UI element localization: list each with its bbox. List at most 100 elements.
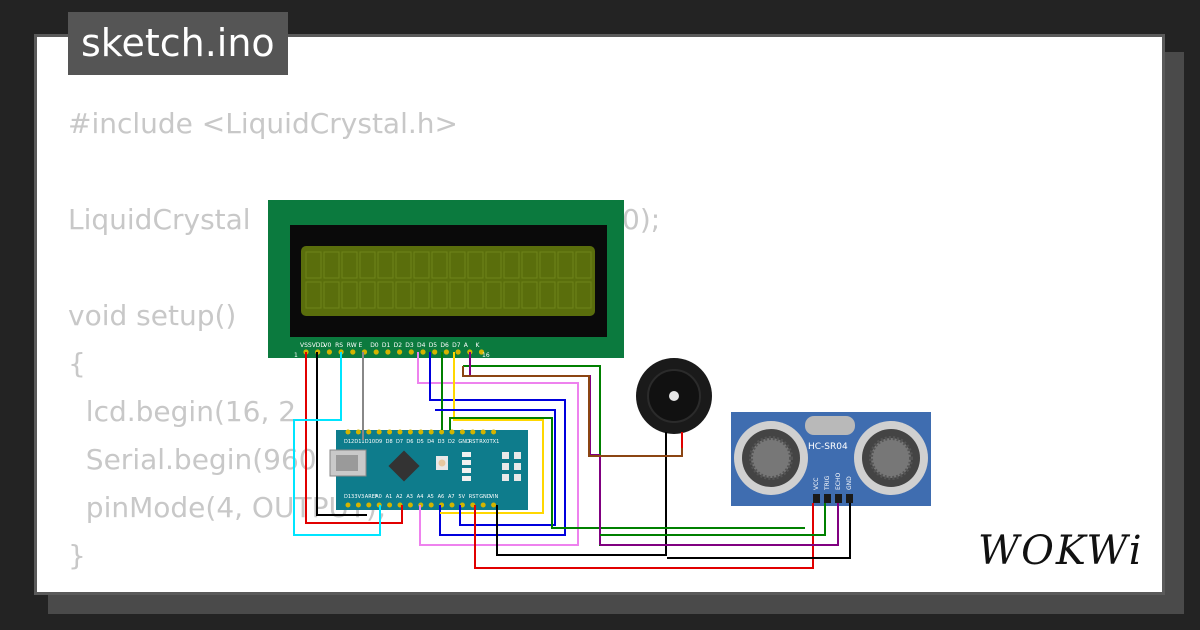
nano-pin[interactable] bbox=[387, 502, 393, 508]
wire bbox=[667, 503, 851, 559]
lcd-cell bbox=[377, 251, 394, 279]
lcd-pin-label: D4 bbox=[417, 342, 426, 349]
sensor-pin[interactable] bbox=[813, 494, 820, 503]
nano-pin[interactable] bbox=[428, 502, 434, 508]
lcd-cell bbox=[467, 251, 484, 279]
nano-pin-label: A5 bbox=[427, 494, 434, 500]
lcd-pin-label: D0 bbox=[370, 342, 379, 349]
lcd-cell bbox=[341, 251, 358, 279]
nano-pin-label: A0 bbox=[375, 494, 382, 500]
wire bbox=[417, 352, 579, 546]
wire bbox=[496, 448, 667, 556]
lcd-pin[interactable] bbox=[373, 349, 379, 355]
lcd-pin-label: VSS bbox=[300, 342, 312, 349]
lcd-pin[interactable] bbox=[397, 349, 403, 355]
code-line: LiquidCrystal bbox=[68, 203, 251, 236]
nano-pin[interactable] bbox=[428, 429, 434, 435]
nano-pin-label: D9 bbox=[375, 439, 382, 445]
wire bbox=[449, 417, 805, 529]
nano-pin-label: A7 bbox=[448, 494, 455, 500]
nano-pin-label: 3V3 bbox=[354, 494, 364, 500]
nano-pin-label: A3 bbox=[406, 494, 413, 500]
nano-pin[interactable] bbox=[366, 502, 372, 508]
nano-pin[interactable] bbox=[470, 429, 476, 435]
nano-pin[interactable] bbox=[387, 429, 393, 435]
lcd-cell bbox=[557, 251, 574, 279]
lcd-cell bbox=[413, 281, 430, 309]
nano-pin[interactable] bbox=[376, 429, 382, 435]
nano-pin[interactable] bbox=[418, 429, 424, 435]
nano-pin-label: TX1 bbox=[489, 439, 500, 445]
nano-pin-label: D5 bbox=[417, 439, 424, 445]
nano-pin[interactable] bbox=[366, 429, 372, 435]
wire bbox=[462, 366, 683, 457]
lcd-pin[interactable] bbox=[432, 349, 438, 355]
wire bbox=[305, 352, 403, 524]
nano-pin[interactable] bbox=[480, 429, 486, 435]
lcd-pin-label: D5 bbox=[429, 342, 438, 349]
nano-pin[interactable] bbox=[407, 429, 413, 435]
sensor-pin[interactable] bbox=[846, 494, 853, 503]
nano-pin[interactable] bbox=[491, 429, 497, 435]
nano-pin[interactable] bbox=[345, 502, 351, 508]
lcd-cell bbox=[359, 281, 376, 309]
sensor-pin-label: GND bbox=[846, 476, 853, 490]
lcd-pin[interactable] bbox=[350, 349, 356, 355]
lcd-pin[interactable] bbox=[408, 349, 414, 355]
lcd-cell bbox=[575, 281, 592, 309]
lcd-cell bbox=[341, 281, 358, 309]
lcd-cell bbox=[539, 281, 556, 309]
lcd-pin-label: RS bbox=[335, 342, 343, 349]
nano-pin[interactable] bbox=[407, 502, 413, 508]
buzzer[interactable] bbox=[636, 358, 712, 448]
nano-pin[interactable] bbox=[397, 429, 403, 435]
lcd-pin[interactable] bbox=[443, 349, 449, 355]
nano-pin[interactable] bbox=[449, 502, 455, 508]
nano-pin[interactable] bbox=[449, 429, 455, 435]
sensor-pin[interactable] bbox=[835, 494, 842, 503]
nano-pin[interactable] bbox=[480, 502, 486, 508]
nano-pin[interactable] bbox=[491, 502, 497, 508]
nano-pin-label: RST bbox=[469, 494, 480, 500]
lcd-pin-number: 16 bbox=[482, 352, 490, 359]
lcd-pin[interactable] bbox=[478, 349, 485, 355]
wire bbox=[435, 409, 556, 526]
lcd-cell bbox=[323, 251, 340, 279]
lcd-cell bbox=[557, 281, 574, 309]
lcd-pin[interactable] bbox=[420, 349, 426, 355]
sensor-pin[interactable] bbox=[824, 494, 831, 503]
lcd-cell bbox=[431, 281, 448, 309]
nano-pin[interactable] bbox=[439, 429, 445, 435]
nano-pin-label: RST bbox=[469, 439, 480, 445]
sensor-pin-label: ECHO bbox=[835, 473, 842, 490]
code-fragment: 0); bbox=[622, 203, 661, 236]
lcd-pin[interactable] bbox=[455, 349, 461, 355]
lcd-pin-label: D3 bbox=[405, 342, 414, 349]
file-tab[interactable]: sketch.ino bbox=[68, 12, 288, 75]
nano-pin-label: AREF bbox=[365, 494, 378, 500]
lcd-cell bbox=[503, 281, 520, 309]
lcd-cell bbox=[449, 251, 466, 279]
lcd-pin[interactable] bbox=[326, 349, 332, 355]
sensor-pin-label: VCC bbox=[813, 478, 820, 490]
nano-pin[interactable] bbox=[355, 502, 361, 508]
nano-pin-label: D12 bbox=[344, 439, 354, 445]
code-line: void setup() bbox=[68, 299, 237, 332]
nano-pin[interactable] bbox=[459, 502, 465, 508]
wire bbox=[316, 352, 367, 516]
nano-pin-label: A6 bbox=[438, 494, 445, 500]
code-line: { bbox=[68, 347, 86, 380]
lcd-cell bbox=[377, 281, 394, 309]
nano-pin-label: D4 bbox=[427, 439, 434, 445]
lcd-pin-label: RW bbox=[347, 342, 357, 349]
lcd-cell bbox=[521, 251, 538, 279]
nano-pin[interactable] bbox=[355, 429, 361, 435]
nano-pin[interactable] bbox=[345, 429, 351, 435]
lcd-pin[interactable] bbox=[385, 349, 391, 355]
lcd-pin-label: VDD bbox=[312, 342, 326, 349]
nano-pin[interactable] bbox=[459, 429, 465, 435]
lcd-pin-label: D1 bbox=[382, 342, 391, 349]
